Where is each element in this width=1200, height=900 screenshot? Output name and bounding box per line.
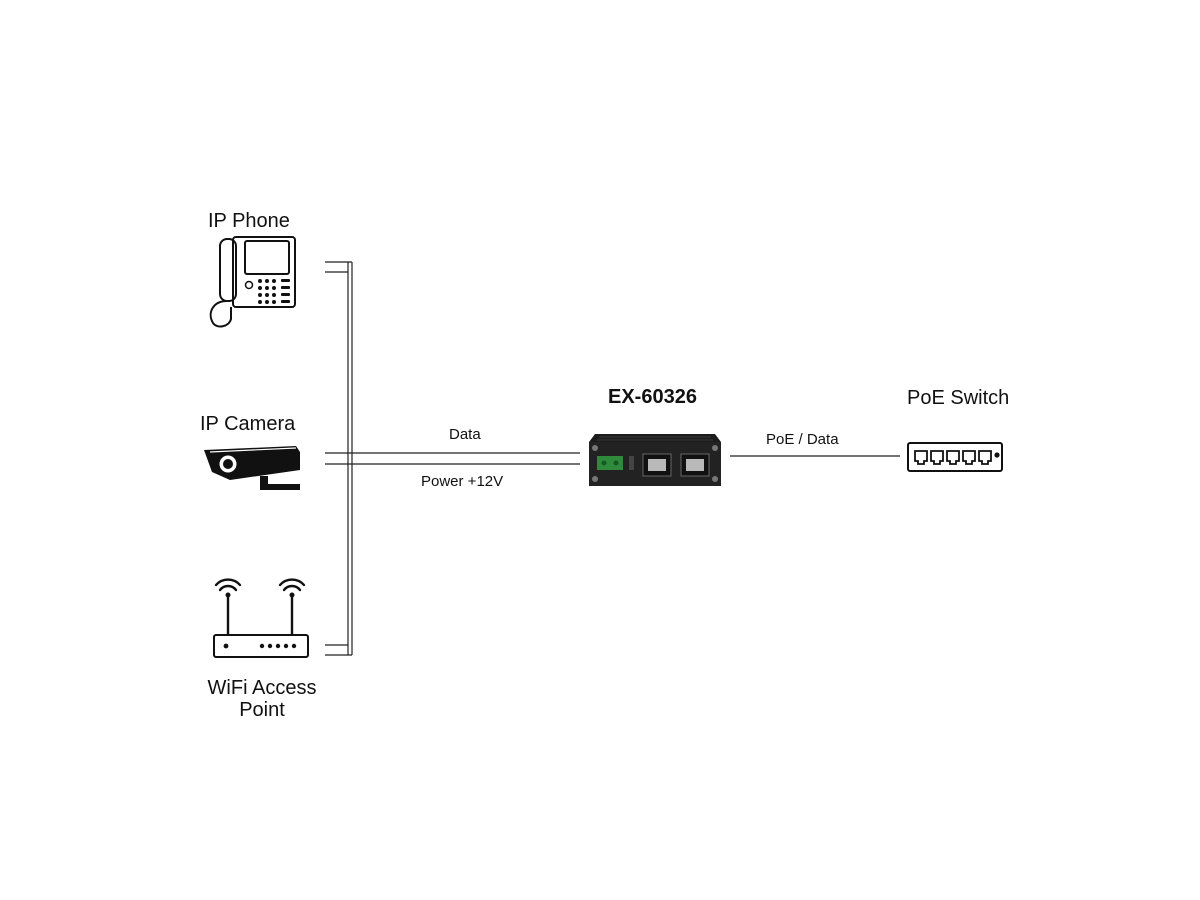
splitter-label: EX-60326 <box>608 386 697 408</box>
ip-camera-icon <box>204 446 300 490</box>
wifi-router-icon <box>213 578 309 658</box>
ip-camera-label: IP Camera <box>200 413 296 435</box>
ip-phone-icon <box>209 236 296 328</box>
wifi-ap-label: WiFi Access Point <box>202 677 322 721</box>
data-link-label: Data <box>449 426 481 443</box>
poe-switch-icon <box>907 442 1003 472</box>
wifi-ap-label-line1: WiFi Access <box>207 677 317 699</box>
poe-switch-label: PoE Switch <box>907 387 1010 409</box>
power-terminal <box>597 456 623 470</box>
ip-phone-label: IP Phone <box>208 210 290 232</box>
splitter-device-icon <box>589 434 721 486</box>
power-link-label: Power +12V <box>421 473 504 490</box>
wifi-ap-label-line2: Point <box>239 699 285 721</box>
poe-data-link-label: PoE / Data <box>766 431 839 448</box>
